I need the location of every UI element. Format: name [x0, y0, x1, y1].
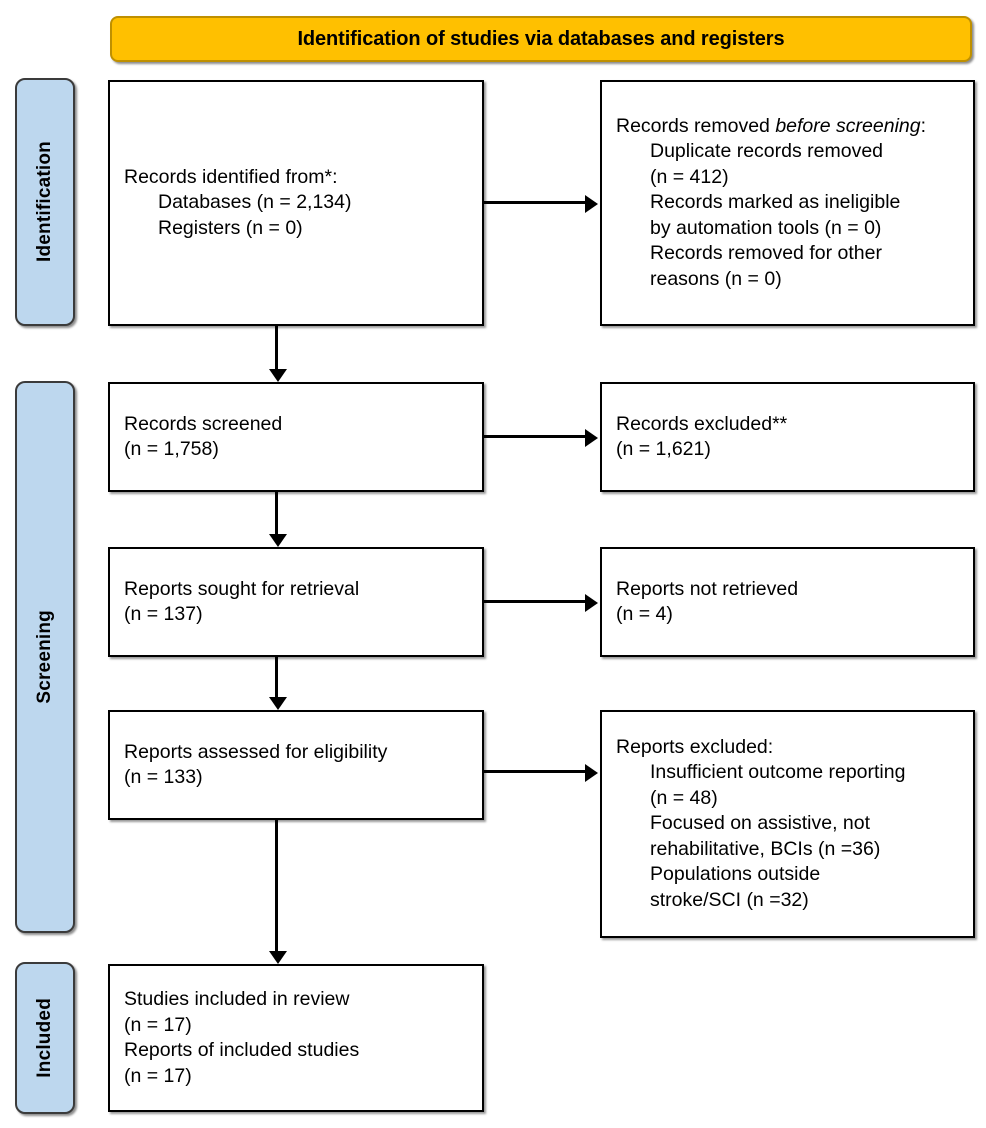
box-line: Records screened — [124, 412, 283, 435]
arrow-down-icon — [269, 697, 287, 710]
box-line: Studies included in review — [124, 988, 350, 1010]
box-line: Reports not retrieved — [616, 577, 799, 600]
box-line: Records removed for other — [650, 242, 882, 265]
connector-identified-to-removed — [484, 201, 585, 204]
box-reports-sought-for-retrieval: Reports sought for retrieval (n = 137) — [108, 547, 484, 657]
box-line: Populations outside — [650, 863, 821, 886]
box-records-screened: Records screened (n = 1,758) — [108, 382, 484, 492]
connector-screened-to-sought — [275, 492, 278, 534]
box-line: Records excluded** — [616, 412, 788, 435]
box-line: Reports of included studies — [124, 1039, 360, 1061]
connector-assessed-to-included — [275, 820, 278, 951]
heading-italic: before screening — [775, 114, 921, 137]
box-line: (n = 17) — [124, 1064, 192, 1087]
box-reports-assessed-for-eligibility: Reports assessed for eligibility (n = 13… — [108, 710, 484, 820]
heading-pre: Records removed — [616, 114, 776, 137]
connector-screened-to-excluded — [484, 435, 585, 438]
box-line: (n = 1,621) — [616, 438, 711, 460]
phase-tab-screening-label: Screening — [34, 610, 55, 704]
connector-sought-to-assessed — [275, 657, 278, 697]
box-line: Reports assessed for eligibility — [124, 740, 388, 763]
box-heading: Reports excluded: — [616, 735, 774, 758]
box-line: Focused on assistive, not — [650, 812, 871, 835]
connector-sought-to-not-retrieved — [484, 600, 585, 603]
box-line: Databases (n = 2,134) — [158, 191, 352, 214]
banner-title: Identification of studies via databases … — [297, 27, 785, 50]
phase-tab-identification: Identification — [15, 78, 75, 326]
arrow-down-icon — [269, 534, 287, 547]
box-records-identified: Records identified from*: Databases (n =… — [108, 80, 484, 326]
connector-assessed-to-excluded — [484, 770, 585, 773]
box-line: reasons (n = 0) — [650, 267, 782, 290]
arrow-right-icon — [585, 764, 598, 782]
box-line: Records identified from*: — [124, 165, 338, 188]
identification-banner: Identification of studies via databases … — [110, 16, 972, 62]
box-line: (n = 133) — [124, 766, 203, 788]
box-line: (n = 412) — [650, 165, 729, 188]
box-line: Reports sought for retrieval — [124, 577, 360, 600]
arrow-down-icon — [269, 951, 287, 964]
box-reports-excluded: Reports excluded: Insufficient outcome r… — [600, 710, 975, 938]
box-reports-not-retrieved: Reports not retrieved (n = 4) — [600, 547, 975, 657]
box-line: (n = 137) — [124, 603, 203, 625]
box-line: by automation tools (n = 0) — [650, 216, 882, 239]
box-line: (n = 48) — [650, 786, 718, 809]
heading-post: : — [920, 114, 927, 137]
phase-tab-included-label: Included — [34, 998, 55, 1078]
arrow-right-icon — [585, 429, 598, 447]
arrow-right-icon — [585, 195, 598, 213]
arrow-down-icon — [269, 369, 287, 382]
box-heading: Records removed before screening: — [616, 114, 959, 140]
box-line: Registers (n = 0) — [158, 216, 303, 239]
box-line: Duplicate records removed — [650, 140, 884, 163]
box-line: Insufficient outcome reporting — [650, 761, 906, 784]
box-line: (n = 4) — [616, 603, 673, 625]
box-line: stroke/SCI (n =32) — [650, 888, 809, 911]
box-records-removed-before-screening: Records removed before screening: Duplic… — [600, 80, 975, 326]
phase-tab-identification-label: Identification — [34, 141, 55, 263]
arrow-right-icon — [585, 594, 598, 612]
phase-tab-screening: Screening — [15, 381, 75, 933]
phase-tab-included: Included — [15, 962, 75, 1114]
connector-identified-to-screened — [275, 326, 278, 369]
box-line: rehabilitative, BCIs (n =36) — [650, 837, 881, 860]
box-studies-included: Studies included in review (n = 17) Repo… — [108, 964, 484, 1112]
box-line: (n = 17) — [124, 1013, 192, 1036]
box-line: (n = 1,758) — [124, 438, 219, 460]
box-line: Records marked as ineligible — [650, 191, 901, 214]
box-records-excluded: Records excluded** (n = 1,621) — [600, 382, 975, 492]
